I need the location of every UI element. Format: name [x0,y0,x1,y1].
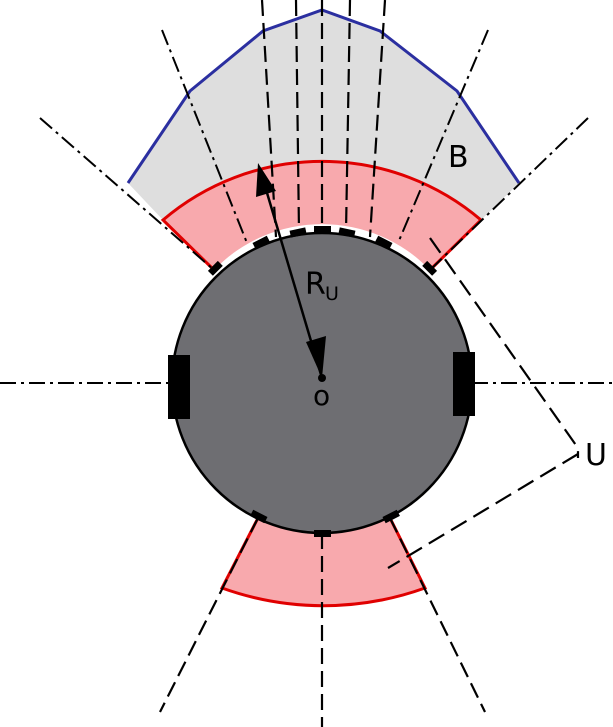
sensor-mark [207,260,223,276]
radius-subscript: U [325,283,339,305]
diagonal-right-upper [397,29,489,244]
radius-label: R [305,267,326,302]
sensor-mark [289,227,307,238]
sensor-mark [250,509,268,524]
diagonal-left-upper [161,29,248,244]
left-wheel [168,355,190,419]
rear-ray [159,517,259,713]
diagonal-left [39,117,215,271]
front-ray [344,0,352,233]
rear-sensing-zone-edge [219,517,428,608]
region-b-label: B [448,140,469,175]
radius-arrowhead-bottom [306,336,326,378]
center-point [318,374,326,382]
front-ray [294,0,301,233]
sensor-mark [338,227,356,238]
u-leader-line [387,453,579,569]
sensor-mark [314,226,331,233]
rear-sensors [250,509,400,537]
diagonal-right [429,117,589,271]
radius-arrowhead-top [256,163,276,197]
right-wheel [453,352,475,416]
region-u-label: U [585,438,607,473]
sensor-mark [314,530,331,537]
rear-sensing-zone [222,518,425,606]
front-sensors [207,226,438,276]
front-ray [260,0,278,238]
front-ray [368,0,387,238]
sensor-mark [382,509,400,524]
sensor-mark [422,260,438,276]
rear-ray [389,517,486,713]
sensor-mark [375,235,393,250]
sensor-mark [252,235,270,250]
center-label: o [313,379,330,412]
